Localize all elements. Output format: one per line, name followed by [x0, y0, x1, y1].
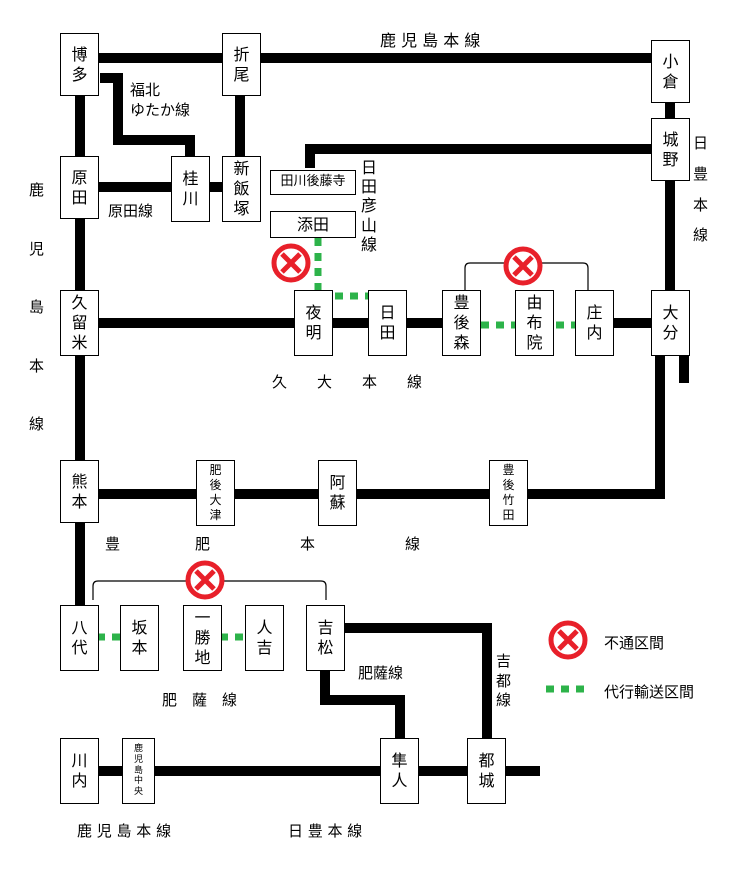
station-label: 原 田 [71, 167, 88, 207]
station-label: 由 布 院 [526, 293, 543, 352]
kitto-line [340, 623, 492, 745]
station-harada[interactable]: 原 田 [60, 156, 99, 219]
label-fukuhoku-line: 福北 ゆたか線 [130, 80, 190, 121]
label-kagoshima-line-bottom: 鹿 児 島 本 線 [77, 822, 172, 840]
label-hisatsu-line-short: 肥薩線 [358, 664, 404, 682]
station-label: 小 倉 [662, 51, 679, 91]
station-tagawagotoji[interactable]: 田川後藤寺 [270, 170, 356, 195]
station-label: 鹿 児 島 中 央 [133, 744, 143, 798]
station-label: 坂 本 [131, 618, 148, 657]
closed-marker-icon [185, 560, 225, 600]
label-kyudai-line: 久 大 本 線 [272, 373, 423, 391]
station-higoozu[interactable]: 肥 後 大 津 [196, 460, 235, 526]
station-label: 久 留 米 [71, 293, 88, 352]
label-kagoshima-line-left: 鹿 児 島 本 線 [29, 176, 44, 439]
bus-soeda-yoake [314, 238, 370, 300]
station-keisen[interactable]: 桂 川 [171, 156, 210, 222]
station-isshochi[interactable]: 一 勝 地 [183, 605, 222, 671]
label-hohi-line: 豊 肥 本 線 [105, 535, 421, 553]
label-text: 福北 ゆたか線 [130, 81, 191, 120]
station-label: 城 野 [662, 129, 679, 169]
label-nippo-line-bottom: 日 豊 本 線 [288, 822, 363, 840]
station-label: 豊 後 竹 田 [502, 463, 515, 522]
label-text: 吉 都 線 [496, 652, 512, 709]
station-kokura[interactable]: 小 倉 [651, 40, 690, 103]
jono-tagawa-line [305, 144, 670, 168]
station-label: 吉 松 [317, 618, 334, 657]
station-aso[interactable]: 阿 蘇 [318, 460, 357, 526]
station-shiniizuka[interactable]: 新 飯 塚 [222, 156, 261, 222]
station-label: 大 分 [662, 303, 679, 342]
station-soeda[interactable]: 添田 [270, 211, 356, 238]
station-orio[interactable]: 折 尾 [222, 33, 261, 96]
station-label: 肥 後 大 津 [209, 463, 222, 522]
closed-marker-icon [271, 243, 311, 283]
station-kurume[interactable]: 久 留 米 [60, 290, 99, 356]
station-hayato[interactable]: 隼 人 [380, 738, 419, 804]
station-label: 一 勝 地 [194, 608, 211, 667]
station-yatsushiro[interactable]: 八 代 [60, 605, 99, 671]
closed-icons [185, 243, 588, 660]
station-label: 折 尾 [233, 44, 250, 84]
station-bungomori[interactable]: 豊 後 森 [442, 290, 481, 356]
hisatsu-yoshimatsu-hayato [320, 668, 405, 745]
closed-legend-icon [548, 620, 588, 660]
label-text: 日 田 彦 山 線 [361, 158, 378, 254]
station-sendai[interactable]: 川 内 [60, 738, 99, 804]
legend-bus-label: 代行輸送区間 [604, 683, 695, 701]
station-label: 新 飯 塚 [233, 159, 250, 218]
station-label: 夜 明 [305, 303, 322, 342]
label-text: 日 豊 本 線 [693, 134, 709, 245]
station-yoshimatsu[interactable]: 吉 松 [306, 605, 345, 671]
label-kagoshima-line-top: 鹿 児 島 本 線 [380, 31, 481, 50]
station-label: 隼 人 [391, 751, 408, 790]
legend-closed-label: 不通区間 [604, 634, 665, 652]
station-sakamoto[interactable]: 坂 本 [120, 605, 159, 671]
station-label: 人 吉 [256, 618, 273, 657]
station-label: 添田 [296, 214, 329, 234]
station-yoake[interactable]: 夜 明 [294, 290, 333, 356]
station-label: 庄 内 [586, 303, 603, 342]
station-miyakonojo[interactable]: 都 城 [467, 738, 506, 804]
station-label: 八 代 [71, 618, 88, 657]
station-label: 日 田 [379, 303, 396, 342]
station-hita[interactable]: 日 田 [368, 290, 407, 356]
station-bungotaketa[interactable]: 豊 後 竹 田 [489, 460, 528, 526]
label-hitahikosan-line: 日 田 彦 山 線 [361, 158, 377, 254]
hohi-line [80, 330, 665, 499]
station-label: 阿 蘇 [329, 473, 346, 512]
station-oita[interactable]: 大 分 [651, 290, 690, 356]
label-kitto-line: 吉 都 線 [496, 652, 511, 711]
label-harada-line: 原田線 [108, 202, 154, 220]
label-hisatsu-line: 肥 薩 線 [162, 691, 238, 709]
station-label: 豊 後 森 [453, 293, 470, 352]
closed-marker-icon [503, 246, 543, 286]
station-label: 桂 川 [182, 169, 199, 208]
station-hakata[interactable]: 博 多 [60, 33, 99, 96]
station-jono[interactable]: 城 野 [651, 118, 690, 181]
label-text: 鹿 児 島 本 線 [29, 181, 45, 433]
station-label: 川 内 [71, 751, 88, 790]
station-kumamoto[interactable]: 熊 本 [60, 460, 99, 523]
station-label: 博 多 [71, 44, 88, 84]
station-yufuin[interactable]: 由 布 院 [515, 290, 554, 356]
station-label: 田川後藤寺 [280, 174, 346, 190]
station-hitoyoshi[interactable]: 人 吉 [245, 605, 284, 671]
label-nippo-line-right: 日 豊 本 線 [693, 128, 708, 251]
station-label: 熊 本 [71, 471, 88, 511]
station-shonai[interactable]: 庄 内 [575, 290, 614, 356]
fukuhoku-line [100, 73, 195, 178]
station-label: 都 城 [478, 751, 495, 790]
station-kagoshimachuo[interactable]: 鹿 児 島 中 央 [122, 738, 155, 804]
